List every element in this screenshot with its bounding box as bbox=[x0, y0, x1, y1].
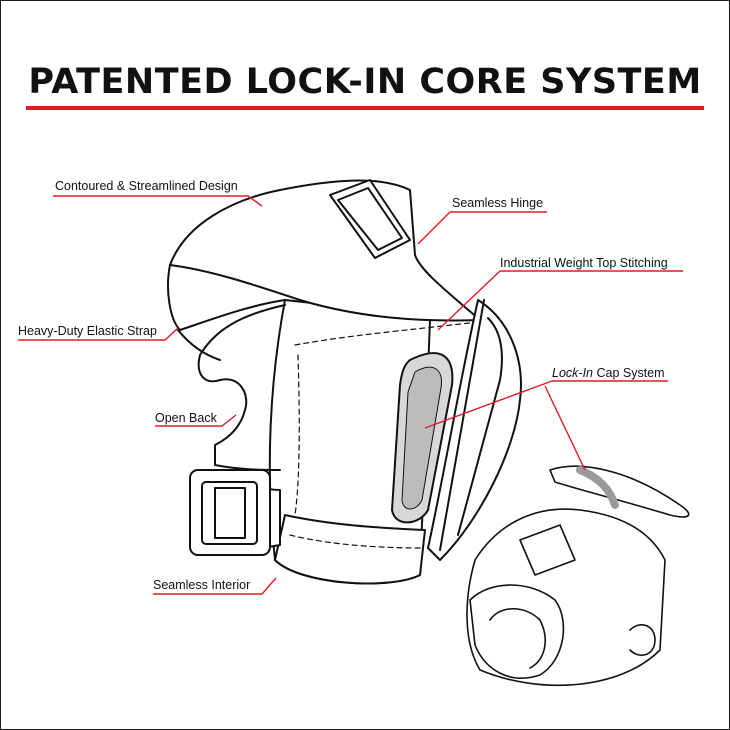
callout-cap-italic: Lock-In bbox=[552, 366, 593, 380]
leader-hinge bbox=[417, 211, 547, 245]
callout-seamless-hinge: Seamless Hinge bbox=[452, 196, 544, 210]
callout-contoured-design: Contoured & Streamlined Design bbox=[55, 179, 238, 193]
page-title: PATENTED LOCK-IN CORE SYSTEM bbox=[28, 62, 702, 102]
callout-open-back: Open Back bbox=[155, 411, 217, 425]
callout-elastic-strap: Heavy-Duty Elastic Strap bbox=[18, 324, 157, 338]
title-underline bbox=[26, 106, 704, 110]
knee-pad-illustration bbox=[167, 179, 522, 585]
callout-top-stitching: Industrial Weight Top Stitching bbox=[500, 256, 668, 270]
leader-contoured bbox=[53, 195, 263, 207]
callout-cap-rest: Cap System bbox=[593, 366, 665, 380]
leader-cap-main bbox=[424, 380, 668, 429]
callout-leaders bbox=[18, 195, 683, 595]
leader-open-back bbox=[155, 414, 237, 427]
leader-stitching bbox=[437, 270, 683, 331]
leader-strap bbox=[18, 327, 179, 341]
secondary-knee-pad-illustration bbox=[466, 465, 690, 687]
callout-cap-system: Lock-In Cap System bbox=[552, 366, 665, 380]
leader-cap-secondary bbox=[544, 385, 586, 471]
leader-interior bbox=[153, 577, 277, 595]
callout-seamless-interior: Seamless Interior bbox=[153, 578, 251, 592]
